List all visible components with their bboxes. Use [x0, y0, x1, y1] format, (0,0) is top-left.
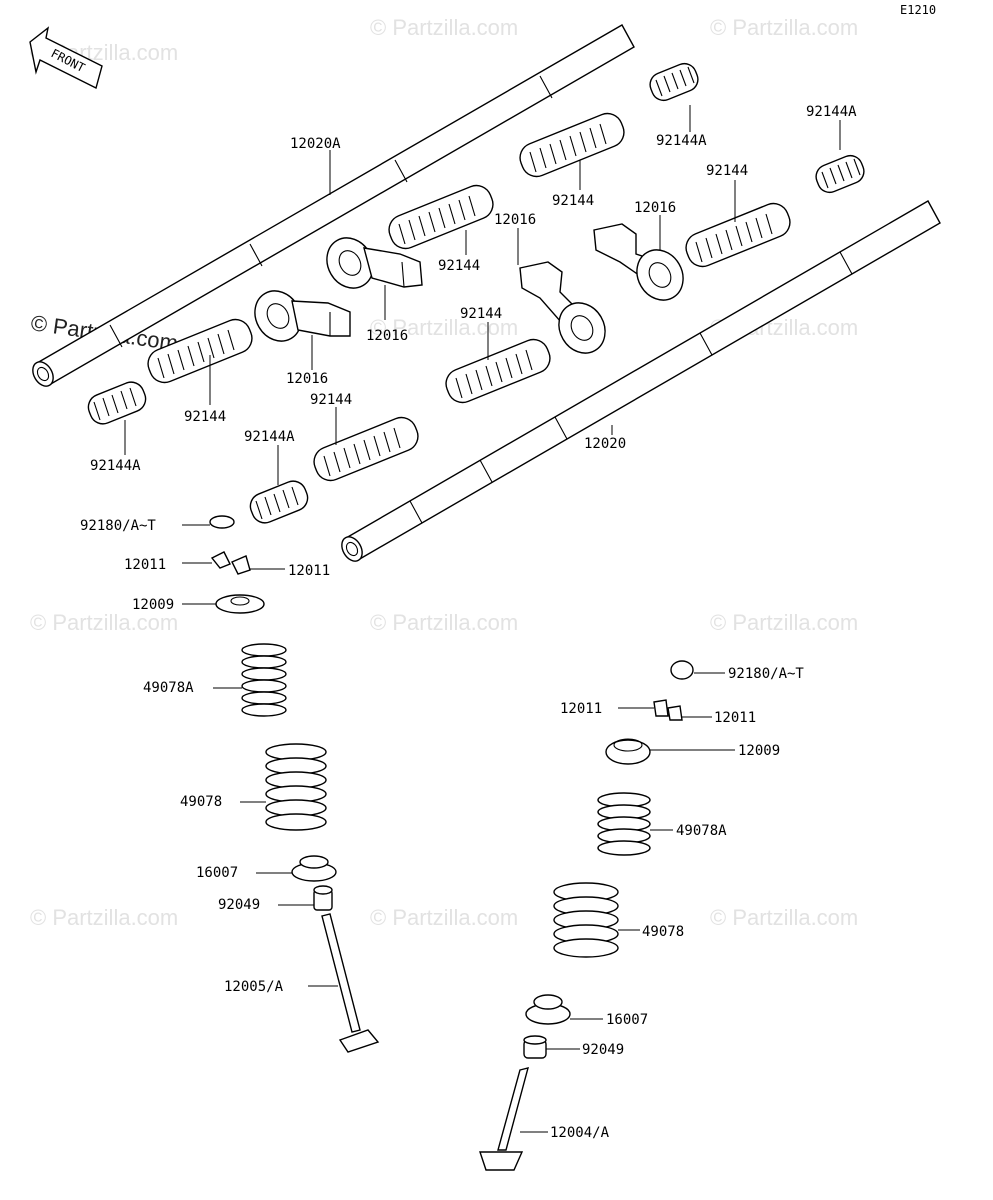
diagram-code: E1210 [900, 3, 936, 17]
rocker-shaft-12020 [341, 200, 941, 562]
watermark: © Partzilla.com [30, 905, 178, 930]
watermark: © Partzilla.com [370, 610, 518, 635]
part-label: 92144 [706, 163, 748, 179]
part-label: 92144A [244, 429, 295, 445]
spring-92144-1 [519, 112, 625, 178]
watermark: © Partzilla.com [370, 15, 518, 40]
part-label: 16007 [196, 865, 238, 881]
watermark: © Partzilla.com [710, 15, 858, 40]
spring-seat-16007 [291, 855, 337, 882]
rocker-arm-12016-1 [326, 237, 423, 289]
valve-spring-49078 [553, 882, 619, 958]
leader-lines [124, 105, 841, 1133]
retainer-12009 [215, 594, 265, 614]
shim-92180 [209, 515, 235, 529]
stem-seal-92049 [313, 885, 333, 911]
part-label: 92049 [582, 1042, 624, 1058]
part-label: 92144A [90, 458, 141, 474]
spring-92144a-2 [815, 154, 865, 194]
part-label: 49078 [642, 924, 684, 940]
spring-92144-6 [313, 416, 419, 482]
stem-seal-92049 [523, 1035, 547, 1059]
shim-92180 [670, 660, 694, 680]
part-label: 12016 [634, 200, 676, 216]
watermark: © Partzilla.com [370, 315, 518, 340]
watermark: © Partzilla.com [710, 905, 858, 930]
part-label: 12009 [132, 597, 174, 613]
valve-12004 [479, 1067, 529, 1171]
part-label: 12016 [494, 212, 536, 228]
spring-92144-2 [388, 184, 494, 250]
valve-stack-right [479, 660, 694, 1171]
watermark: © Partzilla.com [30, 610, 178, 635]
cotter-12011 [667, 705, 683, 721]
part-label: 12011 [714, 710, 756, 726]
watermark: © Partzilla.com [710, 610, 858, 635]
cotter-12011 [210, 551, 231, 569]
part-label: 92144A [806, 104, 857, 120]
part-label: 12011 [124, 557, 166, 573]
part-label: 12009 [738, 743, 780, 759]
part-label: 92180/A~T [728, 666, 804, 682]
watermark: © Partzilla.com [370, 905, 518, 930]
part-label: 92144 [460, 306, 502, 322]
part-label: 12020A [290, 136, 341, 152]
part-label: 12020 [584, 436, 626, 452]
spring-92144-3 [685, 202, 791, 268]
spring-92144-4 [147, 318, 253, 384]
spring-92144-5 [445, 338, 551, 404]
part-label: 49078 [180, 794, 222, 810]
part-label: 12005/A [224, 979, 284, 995]
valve-spring-49078a [241, 643, 287, 717]
rocker-arm-12016-2 [254, 290, 351, 342]
spring-92144a-4 [249, 480, 309, 524]
part-labels: 12020A 92144A 92144A 92144 92144 12016 1… [80, 104, 857, 1141]
valve-spring-49078a [597, 792, 651, 856]
part-label: 92180/A~T [80, 518, 156, 534]
retainer-12009 [605, 739, 651, 765]
cotter-12011 [653, 699, 669, 717]
part-label: 12004/A [550, 1125, 610, 1141]
part-label: 92144 [438, 258, 480, 274]
valve-12005 [321, 913, 380, 1053]
part-label: 12016 [286, 371, 328, 387]
part-label: 12016 [366, 328, 408, 344]
spring-seat-16007 [525, 994, 571, 1025]
rocker-shaft-12020a [32, 24, 635, 387]
part-label: 12011 [560, 701, 602, 717]
rocker-arm-12016-4 [593, 223, 684, 301]
part-label: 92144 [184, 409, 226, 425]
part-label: 12011 [288, 563, 330, 579]
rocker-arm-12016-3 [519, 261, 606, 354]
part-label: 49078A [676, 823, 727, 839]
valve-spring-49078 [265, 743, 327, 831]
cotter-12011 [231, 555, 251, 575]
part-label: 16007 [606, 1012, 648, 1028]
part-label: 49078A [143, 680, 194, 696]
part-label: 92144 [310, 392, 352, 408]
part-label: 92049 [218, 897, 260, 913]
part-label: 92144A [656, 133, 707, 149]
part-label: 92144 [552, 193, 594, 209]
spring-92144a-3 [87, 381, 147, 425]
valve-stack-left [209, 515, 380, 1053]
spring-92144a-1 [649, 62, 699, 102]
